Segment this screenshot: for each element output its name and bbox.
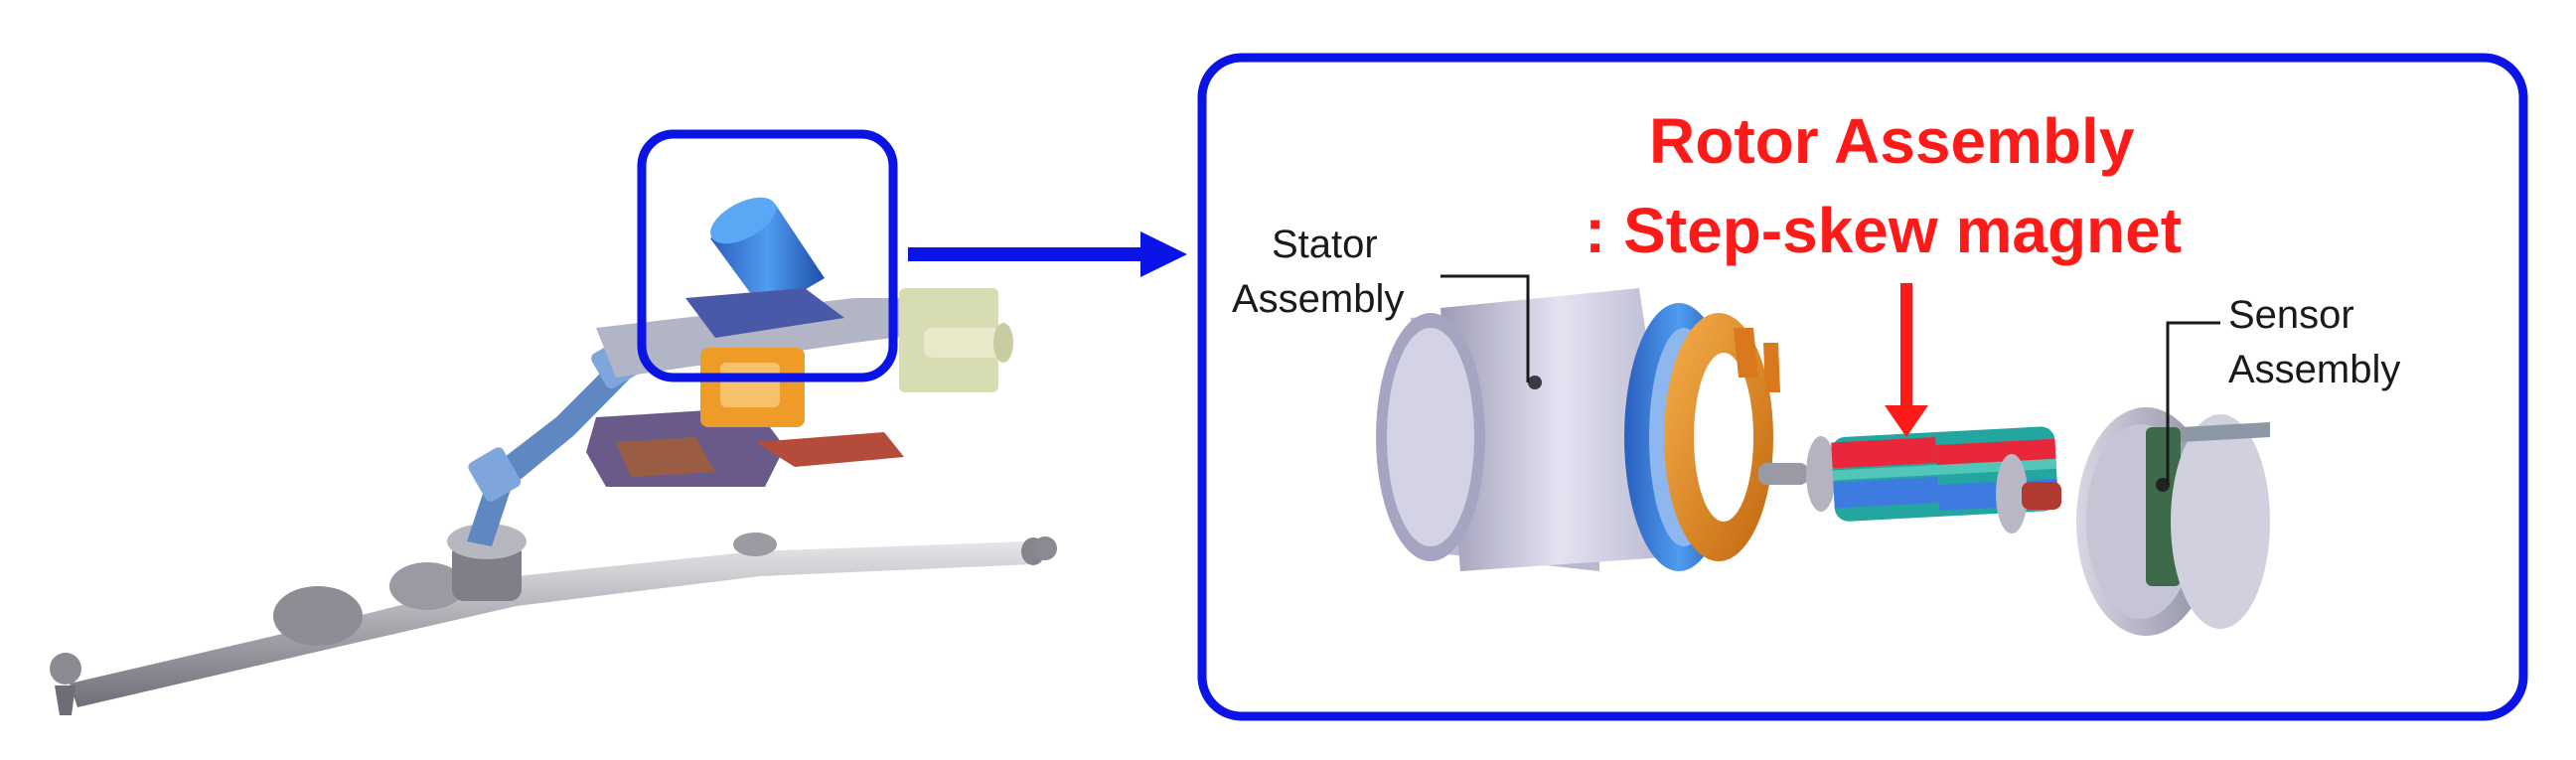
stator-leader-line [1440,274,1530,382]
sensor-leader-line [2166,321,2220,485]
steering-rack [50,524,1057,715]
highlight-box [637,129,898,382]
rotor-pointer-arrow [1885,283,1928,437]
sensor-label-line2: Assembly [2228,348,2401,391]
zoom-arrow [908,231,1187,277]
leader-lines [1440,274,2220,485]
rotor-title-line2: : Step-skew magnet [1585,195,2183,266]
stator-assembly-illustration [1376,288,1780,571]
steering-system-illustration [50,129,1057,715]
steering-motor [685,197,844,338]
sensor-assembly-illustration [2076,407,2270,636]
rotor-assembly-illustration [1758,426,2061,533]
stator-label-line2: Assembly [1232,277,1405,321]
sensor-label-line1: Sensor [2228,293,2354,337]
stator-label-line1: Stator [1272,223,1378,266]
rotor-title-line1: Rotor Assembly [1649,105,2135,177]
